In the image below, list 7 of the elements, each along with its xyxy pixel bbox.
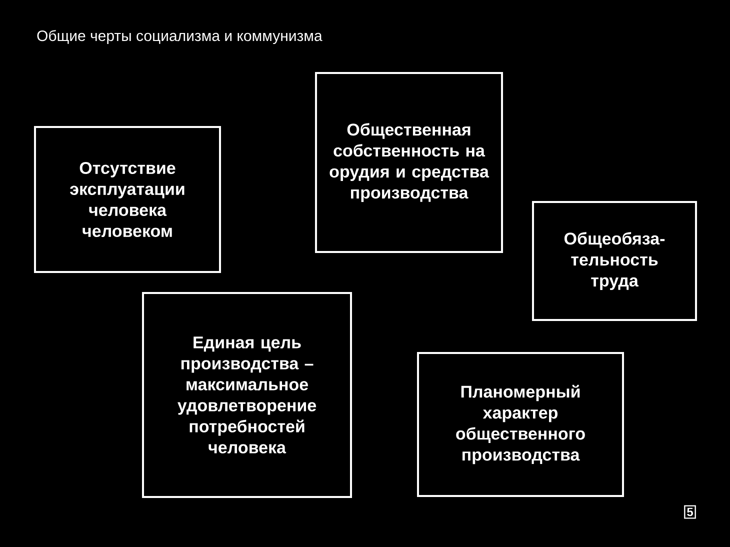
text-box: Планомерный характер общественного производства (417, 352, 624, 497)
page-number: 5 (684, 505, 696, 519)
text-box: Единая цель производства – максимальное удовлетворение потребностей человека (142, 292, 352, 498)
text-box: Общеобяза-тельность труда (532, 201, 697, 321)
text-box: Общественная собственность на орудия и средства производства (315, 72, 503, 253)
text-box: Отсутствие эксплуатации человека человеком (34, 126, 221, 273)
title: Общие черты социализма и коммунизма (37, 30, 322, 44)
